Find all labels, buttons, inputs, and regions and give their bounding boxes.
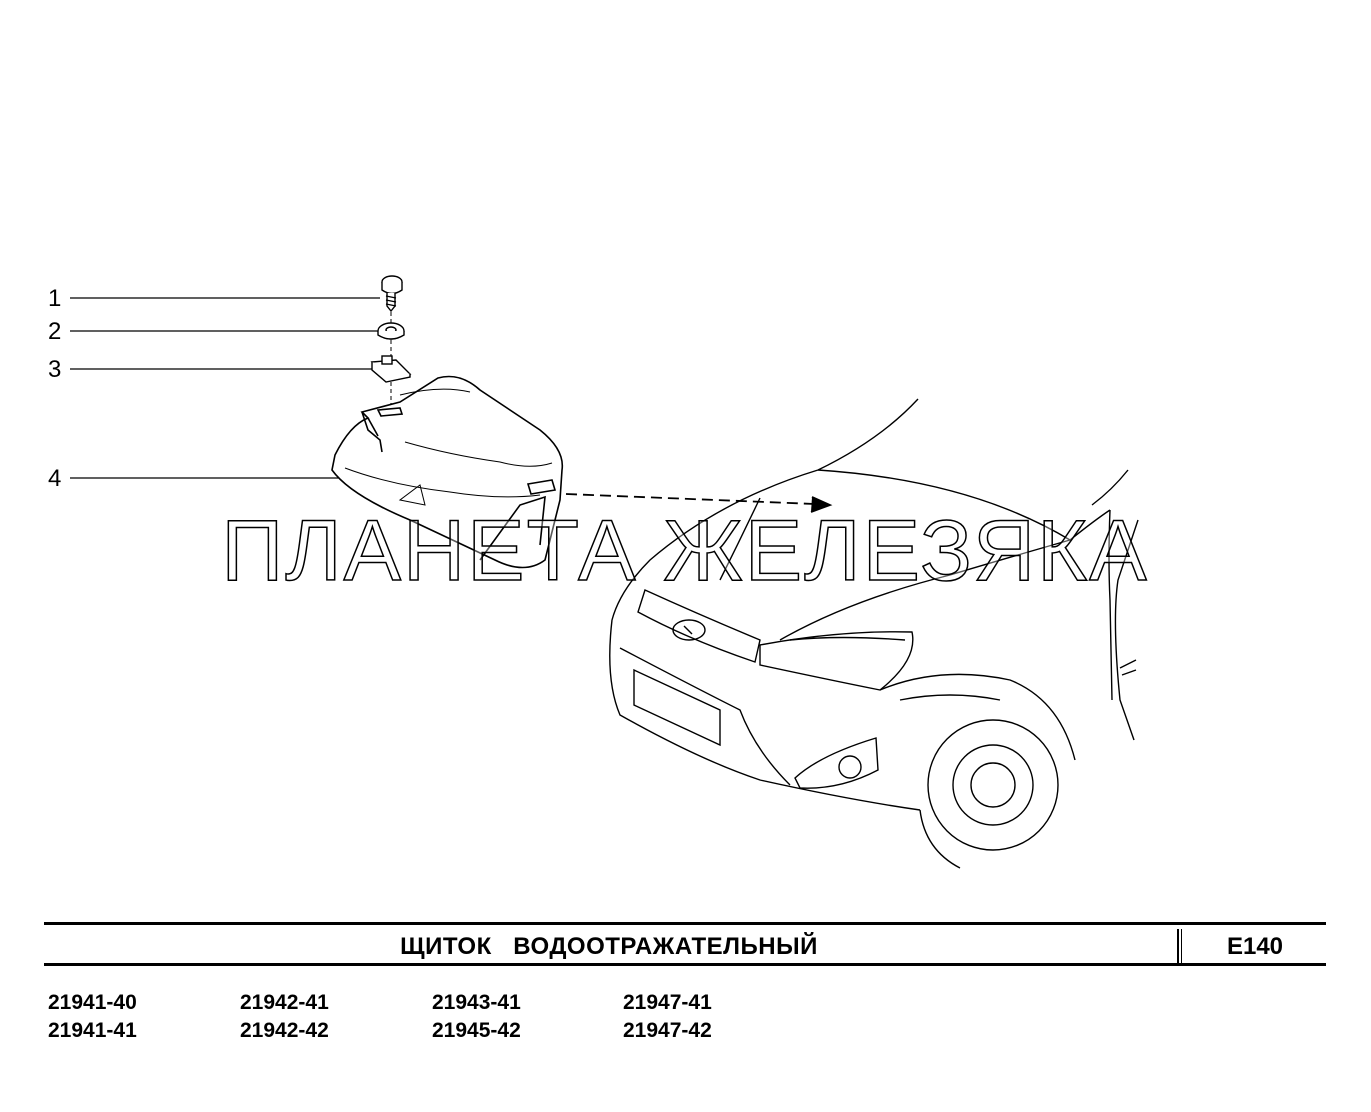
section-code: E140	[1226, 933, 1284, 960]
model-number: 21947-41	[623, 991, 712, 1014]
callout-number-4: 4	[48, 465, 62, 492]
model-number: 21945-42	[432, 1019, 521, 1042]
installation-arrow	[565, 493, 833, 513]
watermark: ПЛАНЕТА ЖЕЛЕЗЯКА	[221, 505, 1148, 595]
model-number: 21942-42	[240, 1019, 329, 1042]
model-number: 21941-41	[48, 1019, 137, 1042]
car-outline	[609, 398, 1139, 869]
splash-shield-part	[331, 375, 564, 569]
model-number: 21942-41	[240, 991, 329, 1014]
leader-lines	[70, 297, 380, 479]
title-separator	[1177, 929, 1179, 963]
model-number: 21941-40	[48, 991, 137, 1014]
watermark-text: ПЛАНЕТА ЖЕЛЕЗЯКА	[221, 505, 1148, 595]
title-separator-inner	[1181, 929, 1182, 963]
callout-number-1: 1	[48, 285, 62, 312]
diagram-title: ЩИТОК ВОДООТРАЖАТЕЛЬНЫЙ	[400, 933, 818, 960]
screw-part	[381, 275, 403, 313]
model-number: 21947-42	[623, 1019, 712, 1042]
title-bar: ЩИТОК ВОДООТРАЖАТЕЛЬНЫЙ E140	[44, 922, 1326, 966]
callout-number-3: 3	[48, 356, 62, 383]
clip-nut-part	[370, 355, 412, 383]
callout-number-2: 2	[48, 318, 62, 345]
model-number: 21943-41	[432, 991, 521, 1014]
washer-part	[377, 322, 405, 340]
